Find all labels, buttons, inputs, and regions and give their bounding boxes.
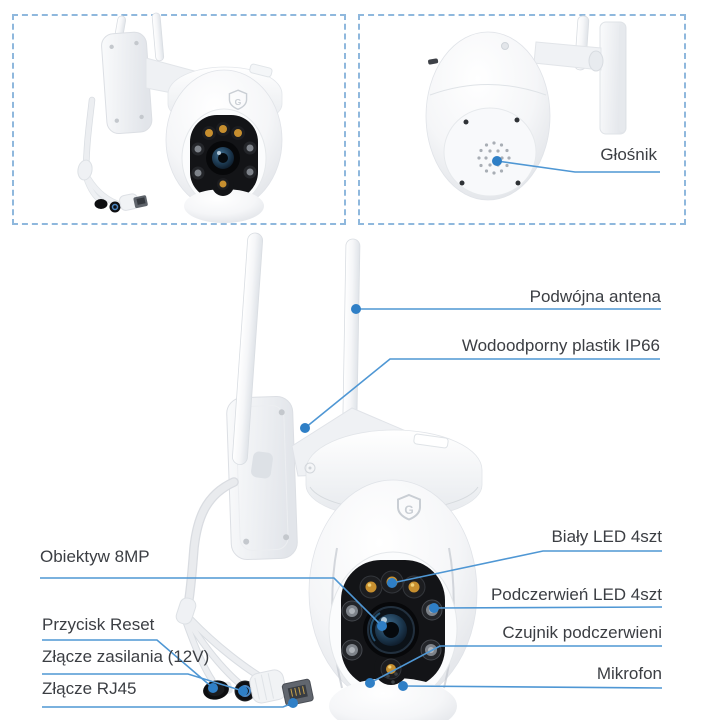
label-white-led: Biały LED 4szt <box>551 527 662 546</box>
front-wall-bracket <box>101 31 153 135</box>
main-camera: G <box>175 232 483 720</box>
label-reset: Przycisk Reset <box>42 615 155 634</box>
rear-side-slot <box>428 58 439 65</box>
rear-panel-screws <box>459 117 521 186</box>
antenna-hinge-left <box>251 451 273 479</box>
front-ir-leds <box>191 141 257 180</box>
rear-arm-hinge <box>588 50 604 72</box>
callout-speaker <box>492 156 660 173</box>
front-view-camera: G <box>77 12 283 223</box>
main-antenna-left <box>232 232 264 465</box>
label-double-antenna: Podwójna antena <box>529 287 661 306</box>
callout-waterproof <box>300 358 660 433</box>
callout-microphone <box>398 681 663 691</box>
main-logo-shield: G <box>397 493 421 521</box>
main-cap-emblem-dot <box>308 466 312 470</box>
front-chin <box>184 189 264 223</box>
rear-plate-edge <box>619 24 625 132</box>
rj45-connector <box>249 669 314 707</box>
callout-rj45 <box>42 698 298 708</box>
front-logo-letter: G <box>235 97 242 107</box>
main-cable <box>183 478 238 616</box>
callout-white-led <box>387 550 662 588</box>
label-power: Złącze zasilania (12V) <box>42 647 210 666</box>
main-lens <box>363 602 419 658</box>
label-lens: Obiektyw 8MP <box>40 547 150 566</box>
callout-ir-sensor <box>365 645 662 688</box>
rear-arm <box>533 41 602 71</box>
front-reset-connector <box>94 199 108 209</box>
label-rj45: Złącze RJ45 <box>42 679 137 698</box>
cable-splitter <box>175 597 197 625</box>
main-ir-leds <box>341 599 443 661</box>
label-speaker: Głośnik <box>600 145 657 164</box>
main-logo-letter: G <box>404 503 413 517</box>
main-chin <box>329 678 457 720</box>
main-pigtail <box>175 597 314 707</box>
front-rj45-connector <box>119 193 148 211</box>
front-lens <box>206 141 240 175</box>
callout-lens <box>40 577 387 631</box>
callout-ir-led <box>429 603 663 613</box>
callout-lines <box>40 156 663 708</box>
label-ir-sensor: Czujnik podczerwieni <box>502 623 662 642</box>
front-cap-tab <box>249 63 273 78</box>
rear-view-camera <box>425 15 627 201</box>
speaker-holes <box>477 141 511 175</box>
main-cap-emblem <box>304 462 316 474</box>
label-waterproof: Wodoodporny plastik IP66 <box>461 336 660 355</box>
callout-power <box>42 673 248 696</box>
callout-double-antenna <box>351 304 661 314</box>
front-power-connector <box>109 201 121 213</box>
main-mic-holes <box>386 672 398 684</box>
rear-dome-seam <box>429 84 547 96</box>
callout-reset <box>42 639 218 693</box>
front-logo-shield: G <box>228 89 248 111</box>
label-microphone: Mikrofon <box>596 664 662 683</box>
main-cap-tab <box>413 433 449 449</box>
front-white-leds <box>202 122 245 190</box>
front-pigtail <box>77 159 148 213</box>
rear-cap-hole <box>501 42 509 50</box>
label-ir-led: Podczerwień LED 4szt <box>490 585 662 604</box>
front-antenna-right <box>151 12 165 62</box>
